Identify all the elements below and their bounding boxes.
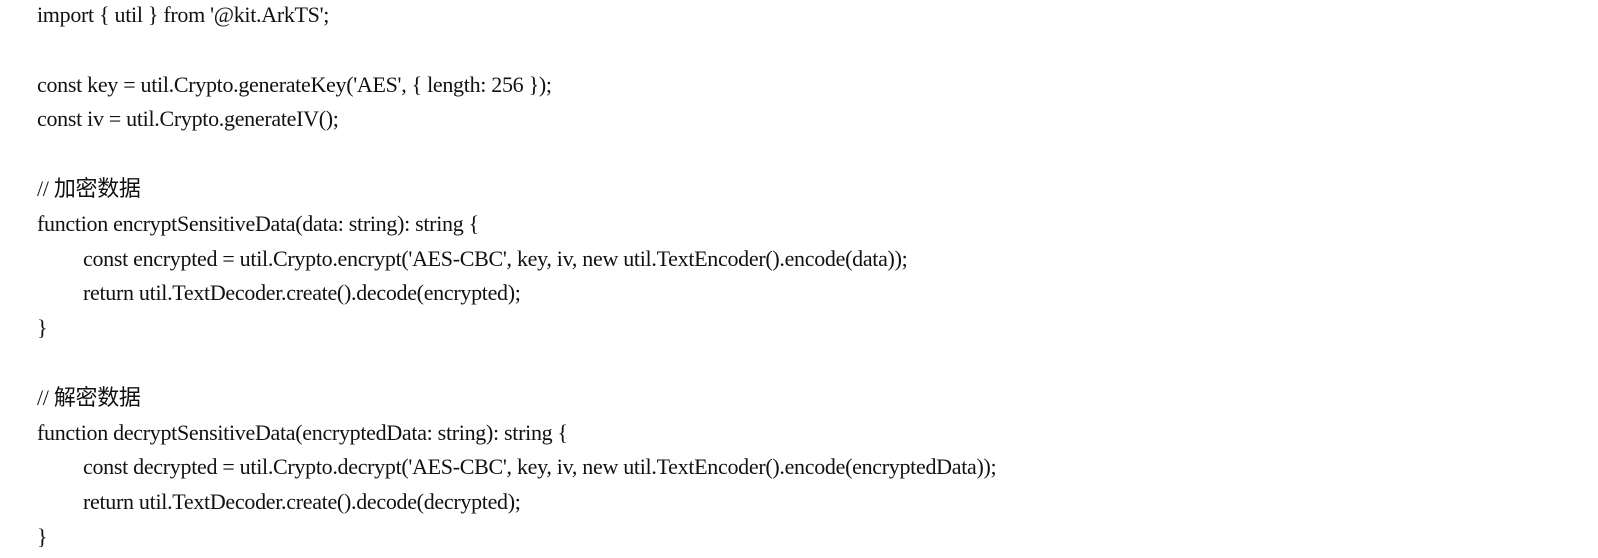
code-line-decrypt-call: const decrypted = util.Crypto.decrypt('A…	[83, 454, 997, 480]
code-line-encrypt-return: return util.TextDecoder.create().decode(…	[83, 280, 521, 306]
code-line-blank	[37, 139, 996, 174]
code-block: import { util } from '@kit.ArkTS'; const…	[37, 0, 997, 557]
code-line-import: import { util } from '@kit.ArkTS';	[37, 2, 330, 27]
code-line-key-declaration: const key = util.Crypto.generateKey('AES…	[37, 71, 552, 97]
code-line-encrypt-call: const encrypted = util.Crypto.encrypt('A…	[83, 245, 908, 271]
code-line-encrypt-close-brace: }	[37, 315, 48, 341]
code-line-decrypt-return: return util.TextDecoder.create().decode(…	[83, 489, 521, 515]
code-line-decrypt-close-brace: }	[37, 523, 48, 549]
code-line-decrypt-function-signature: function decryptSensitiveData(encryptedD…	[37, 419, 568, 445]
code-line-iv-declaration: const iv = util.Crypto.generateIV();	[37, 106, 339, 132]
code-comment-decrypt: // 解密数据	[37, 384, 141, 410]
code-line-blank	[37, 35, 996, 70]
code-comment-encrypt: // 加密数据	[37, 175, 141, 201]
code-line-blank	[37, 348, 996, 383]
code-line-encrypt-function-signature: function encryptSensitiveData(data: stri…	[37, 210, 479, 236]
